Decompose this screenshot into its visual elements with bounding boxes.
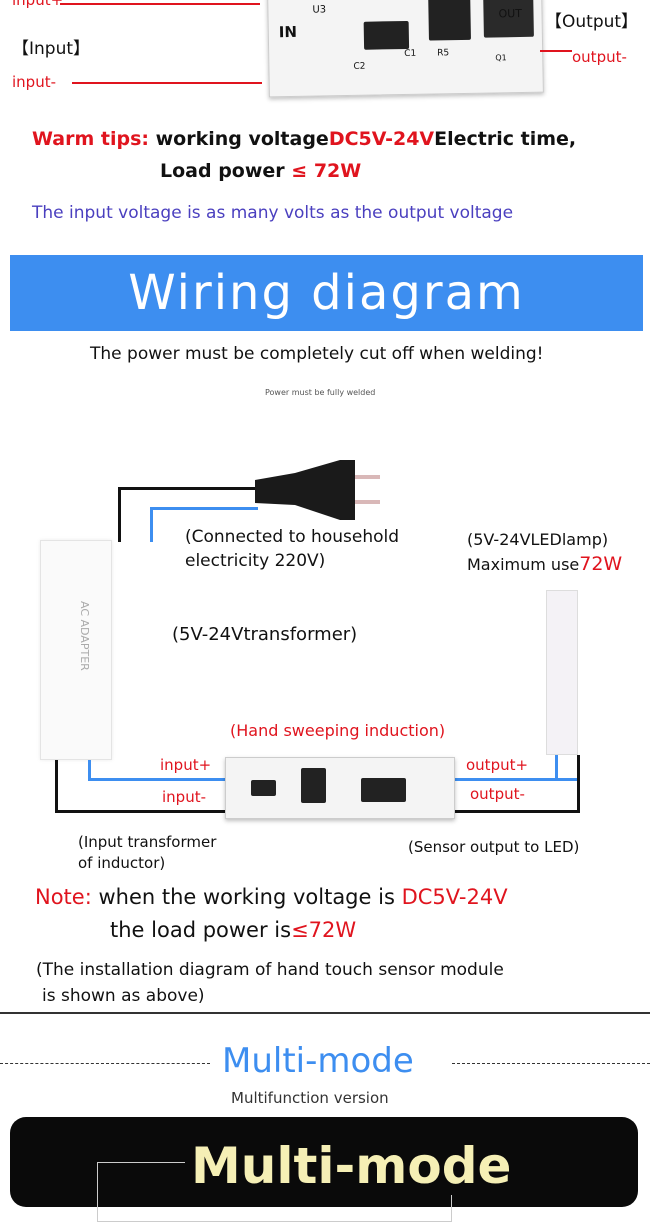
- transformer-label: (5V-24Vtransformer): [172, 624, 358, 645]
- blue-wire: [555, 755, 558, 781]
- wire-line: [72, 82, 262, 84]
- warm-tips-text: working voltage: [149, 128, 329, 150]
- install-line-1: (The installation diagram of hand touch …: [36, 960, 504, 980]
- top-input-label: 【Input】: [12, 39, 91, 59]
- silk-out: OUT: [498, 6, 523, 21]
- adapter-label: AC ADAPTER: [78, 601, 91, 671]
- divider: [0, 1012, 650, 1014]
- load-power-value: ≤ 72W: [291, 160, 362, 182]
- output-plus-label: output+: [466, 756, 529, 774]
- led-lamp: [546, 590, 578, 755]
- banner-title: Wiring diagram: [128, 265, 525, 321]
- household-line-1: (Connected to household: [185, 527, 400, 547]
- blue-wire: [88, 778, 228, 781]
- wire-line: [60, 3, 260, 5]
- install-line-2: is shown as above): [42, 986, 205, 1006]
- wire-line: [540, 50, 572, 52]
- note-load-text: the load power is: [110, 918, 292, 942]
- household-text: (Connected to household electricity 220V…: [185, 525, 399, 573]
- input-minus-label: input-: [162, 788, 206, 806]
- multi-dashes-left: [0, 1063, 210, 1064]
- sensor-board: [225, 757, 455, 819]
- silk-r5: R5: [437, 48, 450, 59]
- note-line-1: Note: when the working voltage is DC5V-2…: [35, 885, 508, 909]
- sub-warning: Power must be fully welded: [265, 388, 376, 397]
- blue-wire: [88, 760, 91, 780]
- blue-wire: [150, 507, 258, 510]
- input-note: (Input transformer of inductor): [78, 832, 216, 874]
- wiring-banner: Wiring diagram: [10, 255, 643, 331]
- silk-q1: Q1: [495, 53, 507, 63]
- ir-sensor: [361, 778, 406, 802]
- input-note-line-1: (Input transformer: [78, 833, 217, 851]
- chip-u3: [363, 20, 410, 50]
- card-title: Multi-mode: [185, 1137, 518, 1195]
- transformer-adapter: AC ADAPTER: [40, 540, 112, 760]
- note-voltage: DC5V-24V: [401, 885, 508, 909]
- welding-warning: The power must be completely cut off whe…: [90, 344, 544, 364]
- blue-wire: [455, 778, 578, 781]
- silk-in: IN: [278, 22, 298, 42]
- note-prefix: Note:: [35, 885, 92, 909]
- voltage-note: The input voltage is as many volts as th…: [32, 203, 514, 223]
- black-wire: [55, 810, 227, 813]
- hand-sweeping-label: (Hand sweeping induction): [230, 721, 446, 740]
- black-wire: [118, 487, 258, 490]
- silk-c2: C2: [353, 61, 366, 72]
- lamp-label: (5V-24VLEDlamp): [467, 530, 609, 549]
- multi-card: Multi-mode: [10, 1117, 638, 1222]
- household-line-2: electricity 220V): [185, 551, 326, 571]
- top-output-minus: output-: [572, 48, 627, 66]
- top-sensor-board: IN U3 C2 C1 R5 OUT Q1: [267, 0, 544, 98]
- warm-tips-text2: Electric time,: [434, 128, 577, 150]
- note-text: when the working voltage is: [91, 885, 402, 909]
- multi-dashes-right: [452, 1063, 650, 1064]
- output-minus-label: output-: [470, 785, 525, 803]
- multi-title: Multi-mode: [222, 1041, 414, 1081]
- blue-wire: [150, 507, 153, 542]
- top-input-plus: input+: [12, 0, 64, 9]
- black-wire: [55, 760, 58, 812]
- power-plug-icon: [255, 460, 380, 520]
- silk-c1: C1: [404, 48, 417, 60]
- chip-ic: [428, 0, 471, 41]
- lamp-power: 72W: [579, 553, 623, 575]
- sensor-note: (Sensor output to LED): [408, 838, 580, 856]
- lamp-max: Maximum use72W: [467, 553, 622, 575]
- black-wire: [577, 755, 580, 813]
- warm-tips-prefix: Warm tips:: [32, 128, 149, 150]
- top-output-label: 【Output】: [545, 12, 639, 32]
- install-note: (The installation diagram of hand touch …: [36, 957, 504, 1009]
- top-input-minus: input-: [12, 73, 56, 91]
- load-power: Load power ≤ 72W: [160, 160, 361, 182]
- chip-u3: [251, 780, 276, 796]
- multi-subtitle: Multifunction version: [231, 1089, 389, 1107]
- load-power-text: Load power: [160, 160, 292, 182]
- warm-tips-voltage: DC5V-24V: [328, 128, 435, 150]
- note-line-2: the load power is≤72W: [110, 918, 356, 942]
- lamp-max-text: Maximum use: [467, 555, 580, 574]
- black-wire: [455, 810, 580, 813]
- input-note-line-2: of inductor): [78, 854, 166, 872]
- chip-ic: [301, 768, 326, 803]
- input-plus-label: input+: [160, 756, 212, 774]
- note-power: ≤72W: [291, 918, 357, 942]
- warm-tips: Warm tips: working voltageDC5V-24VElectr…: [32, 128, 576, 150]
- black-wire: [118, 487, 121, 542]
- silk-u3: U3: [312, 4, 327, 16]
